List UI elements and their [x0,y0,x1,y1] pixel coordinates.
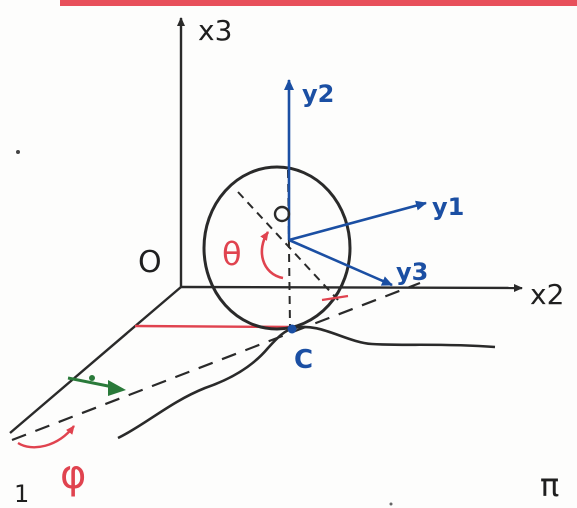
stray-dot [389,502,393,506]
green-dot [89,375,95,381]
stray-dot [16,150,20,154]
x3-label: x3 [198,14,232,47]
x2-label: x2 [530,278,564,311]
contact-label: C [294,345,313,375]
y3-axis [288,238,393,287]
disk-center [273,205,291,223]
disk-tilted-diameter [237,191,339,301]
x2-axis [180,283,523,292]
theta-label: θ [222,235,242,273]
x1-label: 1 [14,480,29,508]
contact-path-curve [117,325,496,440]
theta-arrow [260,231,284,280]
y3-label: y3 [396,258,428,286]
origin-label: O [138,245,162,280]
rolling-disk [202,165,352,331]
contact-tangent-dashed [11,281,421,442]
contact-red-mark [321,294,349,302]
phi-arrow [17,425,75,449]
velocity-arrowhead-green [108,380,126,396]
x1-axis [9,286,182,434]
contact-point [287,324,297,334]
disk-vertical-diameter [287,169,291,328]
top-red-strip [60,0,577,6]
plane-label: π [540,466,559,504]
contact-x2-projection [134,324,293,329]
y2-label: y2 [302,80,334,108]
phi-label: φ [60,452,86,498]
y1-label: y1 [432,193,464,221]
y1-axis [288,200,427,242]
